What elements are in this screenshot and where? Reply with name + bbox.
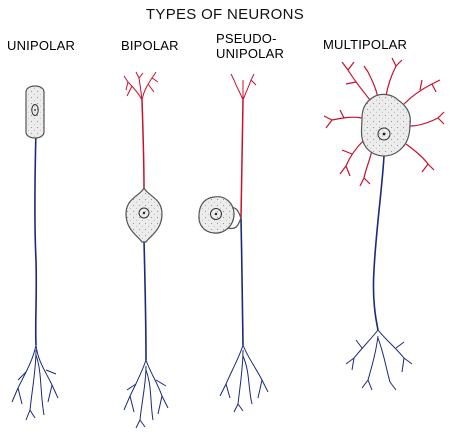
multipolar-terminal-branches (345, 329, 413, 391)
unipolar-cell-body (25, 85, 45, 139)
multipolar-nucleus (377, 127, 391, 141)
multipolar-cell-body (360, 93, 411, 157)
unipolar-nucleus (31, 104, 39, 116)
label-pseudo-line1: PSEUDO- (216, 31, 277, 46)
label-unipolar: UNIPOLAR (7, 38, 76, 53)
bipolar-terminal-branches (123, 359, 169, 429)
unipolar-axon (34, 129, 38, 346)
multipolar-neuron (323, 57, 445, 391)
multipolar-dendrites (323, 57, 445, 187)
bipolar-axon (143, 239, 147, 361)
pseudo-axon (240, 217, 244, 346)
unipolar-neuron (11, 85, 59, 421)
label-bipolar: BIPOLAR (121, 38, 179, 53)
pseudo-nucleus (210, 208, 222, 220)
multipolar-axon (372, 155, 385, 331)
bipolar-dendrite-branches (123, 71, 159, 101)
pseudo-dendrite (240, 99, 244, 219)
label-pseudo-line2: UNIPOLAR (216, 46, 285, 61)
diagram-title: TYPES OF NEURONS (145, 6, 305, 23)
bipolar-cell-body (125, 186, 163, 243)
unipolar-terminal-branches (11, 344, 59, 421)
bipolar-neuron (123, 71, 169, 429)
label-pseudo-unipolar: PSEUDO- UNIPOLAR (216, 31, 306, 61)
pseudo-unipolar-neuron (198, 73, 269, 413)
pseudo-terminal-branches (219, 344, 269, 413)
bipolar-dendrite (141, 99, 145, 189)
pseudo-dendrite-branches (230, 73, 257, 101)
bipolar-nucleus (138, 207, 150, 219)
label-multipolar: MULTIPOLAR (323, 37, 408, 52)
